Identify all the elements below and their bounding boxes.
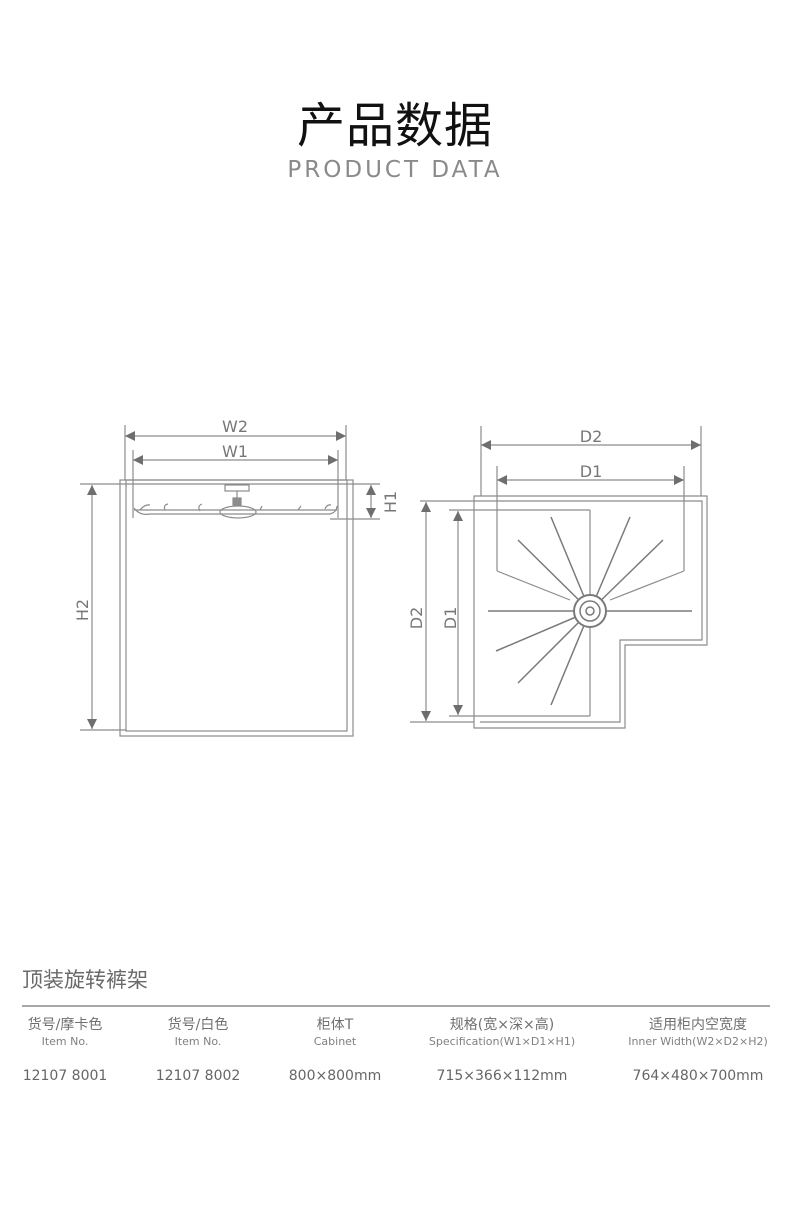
label-d1-vertical: D1 xyxy=(441,607,460,630)
label-h2: H2 xyxy=(73,599,92,621)
label-d2-horizontal: D2 xyxy=(580,427,603,446)
product-diagram: W2 W1 H1 H2 D2 D1 D2 D1 xyxy=(0,400,790,760)
page-subtitle: PRODUCT DATA xyxy=(287,157,503,183)
label-w2: W2 xyxy=(222,417,248,436)
section-divider xyxy=(22,1005,770,1007)
column-header-cn: 货号/白色 xyxy=(167,1017,229,1033)
column-value: 800×800mm xyxy=(288,1068,382,1084)
spec-column-cabinet: 柜体T Cabinet 800×800mm xyxy=(280,1016,390,1085)
column-header-cn: 货号/摩卡色 xyxy=(27,1017,103,1033)
spec-column-item-mocha: 货号/摩卡色 Item No. 12107 8001 xyxy=(10,1016,120,1085)
column-header-en: Item No. xyxy=(174,1035,222,1048)
column-value: 764×480×700mm xyxy=(632,1068,764,1084)
column-header-en: Item No. xyxy=(41,1035,89,1048)
label-h1: H1 xyxy=(381,491,400,513)
column-header-en: Cabinet xyxy=(313,1035,357,1048)
label-d1-horizontal: D1 xyxy=(580,462,603,481)
top-view-drawing xyxy=(410,426,708,729)
column-value: 715×366×112mm xyxy=(436,1068,568,1084)
column-header-cn: 柜体T xyxy=(316,1017,354,1033)
column-header-en: Specification(W1×D1×H1) xyxy=(428,1035,576,1048)
column-header-cn: 适用柜内空宽度 xyxy=(649,1017,747,1033)
column-value: 12107 8001 xyxy=(22,1068,108,1084)
spec-column-specification: 规格(宽×深×高) Specification(W1×D1×H1) 715×36… xyxy=(422,1016,582,1085)
page-title: 产品数据 xyxy=(296,98,493,154)
front-view-drawing xyxy=(80,425,380,737)
spec-column-inner-width: 适用柜内空宽度 Inner Width(W2×D2×H2) 764×480×70… xyxy=(618,1016,778,1085)
product-name: 顶装旋转裤架 xyxy=(22,968,148,992)
column-header-en: Inner Width(W2×D2×H2) xyxy=(628,1035,768,1048)
column-header-cn: 规格(宽×深×高) xyxy=(449,1017,555,1033)
column-value: 12107 8002 xyxy=(155,1068,241,1084)
label-w1: W1 xyxy=(222,442,248,461)
label-d2-vertical: D2 xyxy=(407,607,426,630)
spec-column-item-white: 货号/白色 Item No. 12107 8002 xyxy=(143,1016,253,1085)
